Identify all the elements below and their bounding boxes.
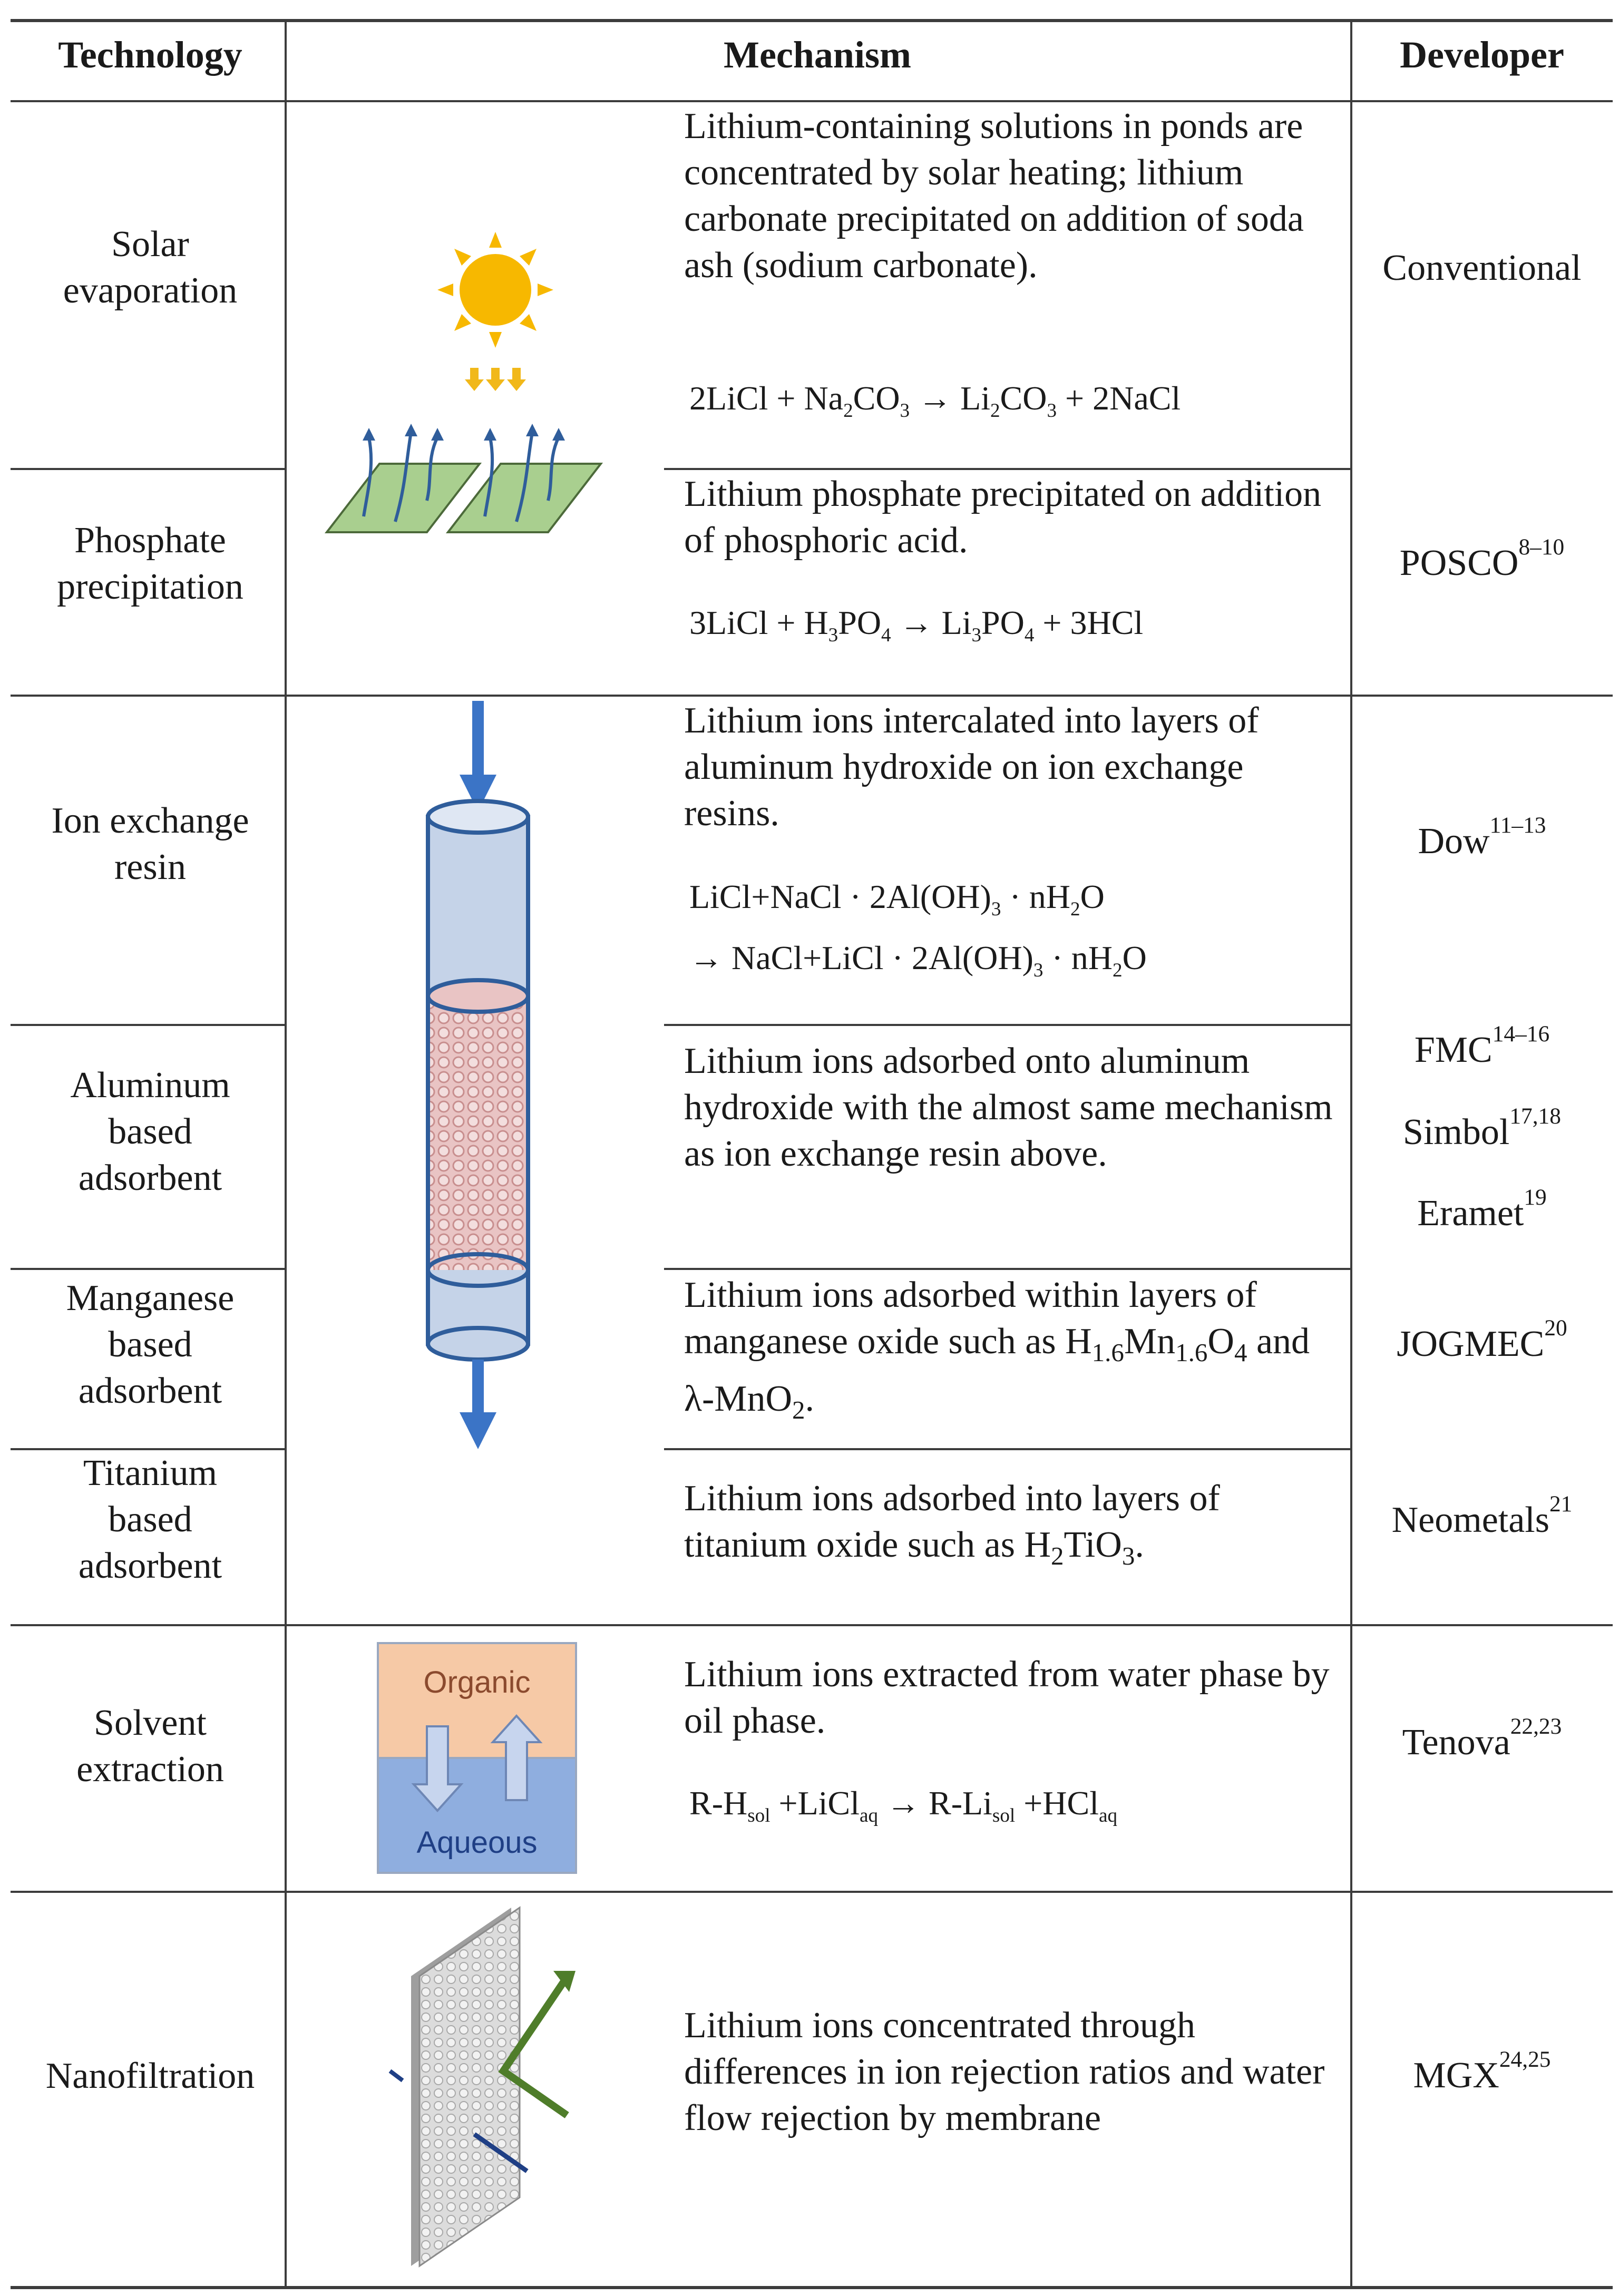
mechanism-nanofiltration: Lithium ions concentrated through differ… (684, 2005, 1325, 2138)
row-rule (11, 1891, 1613, 1893)
row-rule (11, 695, 1613, 697)
mechanism-solvent-extraction: Lithium ions extracted from water phase … (684, 1654, 1330, 1741)
svg-text:Organic: Organic (423, 1665, 530, 1699)
tech-manganese-adsorbent: Manganese based adsorbent (66, 1278, 235, 1411)
developer-solvent-extraction: Tenova22,23 (1402, 1713, 1562, 1763)
tech-phosphate-precipitation: Phosphate precipitation (57, 520, 243, 607)
mechanism-manganese-adsorbent: Lithium ions adsorbed within layers of m… (684, 1275, 1310, 1424)
developer-nanofiltration: MGX24,25 (1413, 2046, 1551, 2096)
mechanism-titanium-adsorbent: Lithium ions adsorbed into layers of tit… (684, 1478, 1220, 1570)
sub-row-rule (664, 1024, 1350, 1026)
developer-solar-evaporation: Conventional (1382, 248, 1582, 288)
sub-row-rule (664, 1268, 1350, 1270)
sub-row-rule (11, 1448, 285, 1450)
sub-row-rule (11, 1024, 285, 1026)
tech-solar-evaporation: Solar evaporation (63, 224, 238, 311)
equation-ion-exchange-line1: LiCl+NaCl · 2Al(OH)3 · nH2O (689, 878, 1105, 920)
sub-row-rule (664, 468, 1350, 470)
header-rule (11, 100, 1613, 102)
solvent-extraction-icon: Organic Aqueous (377, 1642, 577, 1874)
mechanism-solar-evaporation: Lithium-containing solutions in ponds ar… (684, 106, 1304, 286)
developer-phosphate-precipitation: POSCO8–10 (1399, 534, 1565, 583)
developer-fmc: FMC14–16 (1414, 1021, 1550, 1070)
developer-titanium: Neometals21 (1391, 1491, 1573, 1540)
tech-solvent-extraction: Solvent extraction (76, 1703, 224, 1790)
column-rule (285, 19, 287, 2286)
header-technology: Technology (58, 34, 242, 76)
tech-titanium-adsorbent: Titanium based adsorbent (78, 1453, 222, 1586)
developer-ion-exchange-resin: Dow11–13 (1418, 812, 1546, 862)
tech-ion-exchange-resin: Ion exchange resin (51, 800, 249, 887)
column-rule (1350, 19, 1352, 2286)
equation-solvent-extraction: R-Hsol +LiClaq → R-Lisol +HClaq (689, 1784, 1117, 1826)
developer-simbol: Simbol17,18 (1403, 1103, 1561, 1152)
sun-icon (437, 232, 553, 391)
developer-eramet: Eramet19 (1417, 1184, 1547, 1234)
developer-manganese: JOGMEC20 (1397, 1315, 1567, 1364)
sub-row-rule (11, 1268, 285, 1270)
tech-aluminum-adsorbent: Aluminum based adsorbent (70, 1065, 230, 1198)
mechanism-phosphate-precipitation: Lithium phosphate precipitated on additi… (684, 474, 1322, 561)
row-rule (11, 1624, 1613, 1626)
header-developer: Developer (1400, 34, 1564, 76)
sub-row-rule (664, 1448, 1350, 1450)
nanofiltration-membrane-icon (388, 1906, 576, 2268)
mechanism-ion-exchange-resin: Lithium ions intercalated into layers of… (684, 700, 1259, 834)
ion-exchange-column-icon (426, 701, 530, 1449)
table-bottom-rule (11, 2286, 1613, 2289)
tech-nanofiltration: Nanofiltration (45, 2056, 255, 2096)
header-mechanism: Mechanism (724, 34, 911, 76)
table-top-rule (11, 19, 1613, 22)
equation-solar-evaporation: 2LiCl + Na2CO3 → Li2CO3 + 2NaCl (689, 379, 1181, 422)
equation-ion-exchange-line2: → NaCl+LiCl · 2Al(OH)3 · nH2O (689, 939, 1147, 981)
pond-icon (324, 424, 603, 533)
svg-text:Aqueous: Aqueous (417, 1825, 538, 1860)
sub-row-rule (11, 468, 285, 470)
mechanism-aluminum-adsorbent: Lithium ions adsorbed onto aluminum hydr… (684, 1041, 1333, 1174)
equation-phosphate-precipitation: 3LiCl + H3PO4 → Li3PO4 + 3HCl (689, 604, 1144, 646)
